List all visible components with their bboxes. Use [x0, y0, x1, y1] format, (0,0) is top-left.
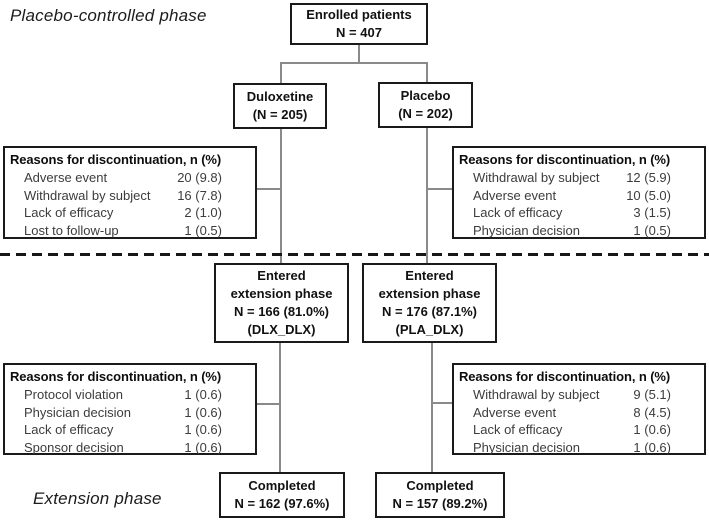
completed-dlx-dlx-box: Completed N = 162 (97.6%)	[219, 472, 345, 518]
reason-value: 1 (0.6)	[184, 387, 222, 402]
reason-label: Lack of efficacy	[24, 205, 114, 220]
box-line: N = 407	[336, 25, 382, 40]
connector-branch-horizontal	[280, 62, 428, 64]
reason-value: 1 (0.6)	[184, 439, 222, 455]
reason-row: Lack of efficacy 3 (1.5)	[473, 204, 699, 222]
enrolled-patients-box: Enrolled patients N = 407	[290, 3, 428, 45]
reason-row: Lack of efficacy 1 (0.6)	[24, 421, 250, 439]
connector-placebo-to-entered	[426, 128, 428, 263]
reason-label: Physician decision	[473, 222, 580, 238]
reason-label: Lack of efficacy	[24, 422, 114, 437]
reason-row: Adverse event 20 (9.8)	[24, 169, 250, 187]
reason-value: 1 (0.5)	[633, 222, 671, 238]
reason-value: 16 (7.8)	[177, 187, 222, 203]
discontinuation-title: Reasons for discontinuation, n (%)	[10, 152, 222, 167]
discontinuation-box-duloxetine-phase1: Reasons for discontinuation, n (%) Adver…	[3, 146, 257, 239]
reason-label: Protocol violation	[24, 387, 123, 402]
reason-label: Withdrawal by subject	[473, 170, 600, 185]
box-line: (N = 205)	[252, 107, 308, 122]
reason-row: Adverse event 10 (5.0)	[473, 187, 699, 205]
connector-enrolled-down	[358, 45, 360, 63]
entered-extension-pla-dlx-box: Entered extension phase N = 176 (87.1%) …	[362, 263, 497, 343]
reason-value: 1 (0.6)	[633, 439, 671, 455]
discontinuation-box-dlx-dlx-extension: Reasons for discontinuation, n (%) Proto…	[3, 363, 257, 455]
discontinuation-title: Reasons for discontinuation, n (%)	[459, 152, 671, 167]
reason-value: 2 (1.0)	[184, 205, 222, 220]
reason-value: 8 (4.5)	[633, 404, 671, 420]
reason-value: 1 (0.6)	[184, 404, 222, 420]
reason-row: Protocol violation 1 (0.6)	[24, 386, 250, 404]
discontinuation-box-placebo-phase1: Reasons for discontinuation, n (%) Withd…	[452, 146, 706, 239]
phase-label-extension: Extension phase	[33, 489, 162, 508]
box-line: Duloxetine	[246, 89, 314, 104]
reason-row: Physician decision 1 (0.6)	[473, 439, 699, 457]
box-line: Entered	[257, 268, 306, 283]
reason-value: 1 (0.6)	[633, 422, 671, 437]
reason-label: Lost to follow-up	[24, 222, 119, 238]
connector-to-duloxetine	[280, 62, 282, 83]
phase-divider-dashed-line	[0, 253, 709, 256]
box-line: Completed	[248, 478, 316, 493]
reason-label: Physician decision	[24, 404, 131, 420]
reason-row: Withdrawal by subject 16 (7.8)	[24, 187, 250, 205]
box-line: Completed	[406, 478, 474, 493]
connector-reasons-phase1-left	[257, 188, 280, 190]
connector-to-placebo	[426, 62, 428, 82]
reason-label: Adverse event	[473, 404, 557, 420]
box-line: extension phase	[378, 286, 481, 301]
reason-label: Lack of efficacy	[473, 205, 563, 220]
reason-label: Lack of efficacy	[473, 422, 563, 437]
reason-label: Withdrawal by subject	[24, 187, 151, 203]
phase-label-placebo-controlled: Placebo-controlled phase	[10, 6, 207, 25]
connector-reasons-phase1-right	[428, 188, 452, 190]
reason-row: Lack of efficacy 2 (1.0)	[24, 204, 250, 222]
reason-value: 9 (5.1)	[633, 387, 671, 402]
reason-row: Lack of efficacy 1 (0.6)	[473, 421, 699, 439]
connector-entered-to-completed-left	[279, 343, 281, 472]
discontinuation-title: Reasons for discontinuation, n (%)	[10, 369, 222, 384]
box-line: N = 162 (97.6%)	[234, 496, 330, 511]
box-line: (PLA_DLX)	[395, 322, 464, 337]
box-line: N = 157 (89.2%)	[392, 496, 488, 511]
reason-row: Physician decision 1 (0.5)	[473, 222, 699, 240]
reason-row: Physician decision 1 (0.6)	[24, 404, 250, 422]
reason-label: Physician decision	[473, 439, 580, 455]
duloxetine-arm-box: Duloxetine (N = 205)	[233, 83, 327, 129]
connector-reasons-phase2-right	[433, 402, 452, 404]
box-line: N = 166 (81.0%)	[233, 304, 330, 319]
connector-entered-to-completed-right	[431, 343, 433, 472]
box-line: (DLX_DLX)	[247, 322, 316, 337]
entered-extension-dlx-dlx-box: Entered extension phase N = 166 (81.0%) …	[214, 263, 349, 343]
reason-row: Adverse event 8 (4.5)	[473, 404, 699, 422]
reason-label: Adverse event	[473, 187, 557, 203]
reason-label: Adverse event	[24, 170, 108, 185]
box-line: Entered	[405, 268, 454, 283]
discontinuation-box-pla-dlx-extension: Reasons for discontinuation, n (%) Withd…	[452, 363, 706, 455]
completed-pla-dlx-box: Completed N = 157 (89.2%)	[375, 472, 505, 518]
reason-value: 1 (0.5)	[184, 222, 222, 238]
reason-label: Withdrawal by subject	[473, 387, 600, 402]
box-line: Placebo	[400, 88, 451, 103]
connector-reasons-phase2-left	[257, 403, 279, 405]
reason-label: Sponsor decision	[24, 439, 124, 455]
box-line: Enrolled patients	[306, 7, 412, 22]
reason-row: Withdrawal by subject 9 (5.1)	[473, 386, 699, 404]
reason-row: Sponsor decision 1 (0.6)	[24, 439, 250, 457]
reason-value: 12 (5.9)	[626, 170, 671, 185]
reason-value: 1 (0.6)	[184, 422, 222, 437]
box-line: (N = 202)	[398, 106, 453, 121]
box-line: N = 176 (87.1%)	[381, 304, 478, 319]
reason-value: 3 (1.5)	[633, 205, 671, 220]
placebo-arm-box: Placebo (N = 202)	[378, 82, 473, 128]
reason-row: Lost to follow-up 1 (0.5)	[24, 222, 250, 240]
reason-value: 20 (9.8)	[177, 170, 222, 185]
reason-row: Withdrawal by subject 12 (5.9)	[473, 169, 699, 187]
discontinuation-title: Reasons for discontinuation, n (%)	[459, 369, 671, 384]
connector-duloxetine-to-entered	[280, 129, 282, 263]
box-line: extension phase	[230, 286, 333, 301]
reason-value: 10 (5.0)	[626, 187, 671, 203]
